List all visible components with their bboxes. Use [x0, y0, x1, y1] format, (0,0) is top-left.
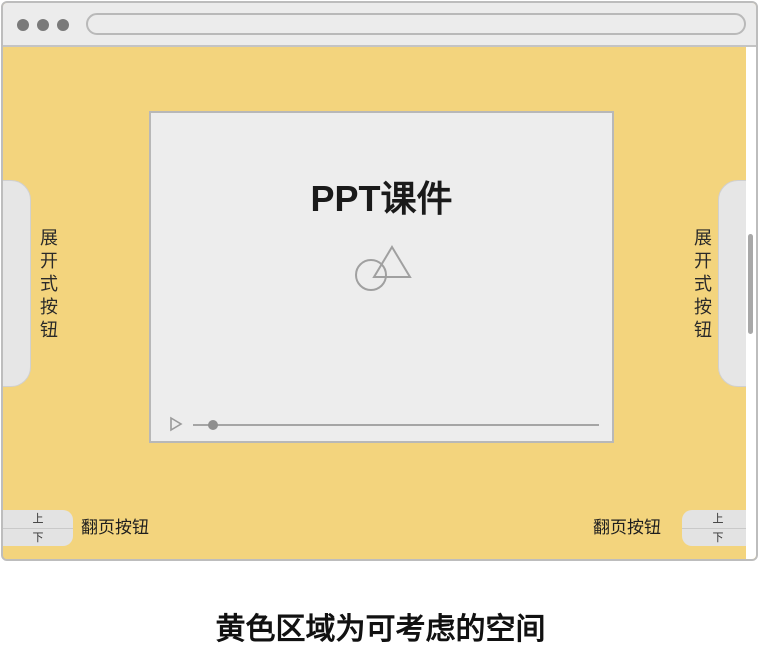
scrollbar-track[interactable]: [746, 47, 756, 559]
progress-track[interactable]: [193, 424, 599, 426]
left-expand-label: 展开式按钮: [40, 228, 58, 341]
right-page-label: 翻页按钮: [593, 518, 661, 538]
page-down-button[interactable]: 下: [682, 528, 754, 546]
window-dot-icon[interactable]: [57, 19, 69, 31]
right-expand-label: 展开式按钮: [694, 228, 712, 341]
title-bar: [3, 3, 756, 47]
page-up-button[interactable]: 上: [32, 512, 44, 525]
page-up-button[interactable]: 上: [712, 512, 724, 525]
play-icon[interactable]: [169, 416, 183, 432]
window-dot-icon[interactable]: [17, 19, 29, 31]
page-content-area: 展开式按钮 展开式按钮 PPT课件 上 下 翻页按钮 翻页按钮 上 下: [3, 47, 756, 559]
browser-window: 展开式按钮 展开式按钮 PPT课件 上 下 翻页按钮 翻页按钮 上 下: [1, 1, 758, 561]
left-expand-button[interactable]: [3, 180, 31, 387]
right-page-button[interactable]: 上 下: [682, 510, 754, 546]
address-bar[interactable]: [86, 13, 746, 35]
scrollbar-thumb[interactable]: [748, 234, 753, 334]
slide-title: PPT课件: [310, 178, 453, 219]
left-page-label: 翻页按钮: [81, 518, 149, 538]
right-expand-button[interactable]: [718, 180, 748, 387]
left-page-button[interactable]: 上 下: [3, 510, 73, 546]
circle-triangle-icon: [355, 245, 412, 291]
window-dot-icon[interactable]: [37, 19, 49, 31]
slide-panel: PPT课件: [149, 111, 614, 443]
page-down-button[interactable]: 下: [3, 528, 73, 546]
caption-text: 黄色区域为可考虑的空间: [215, 612, 546, 647]
progress-handle[interactable]: [208, 420, 219, 430]
